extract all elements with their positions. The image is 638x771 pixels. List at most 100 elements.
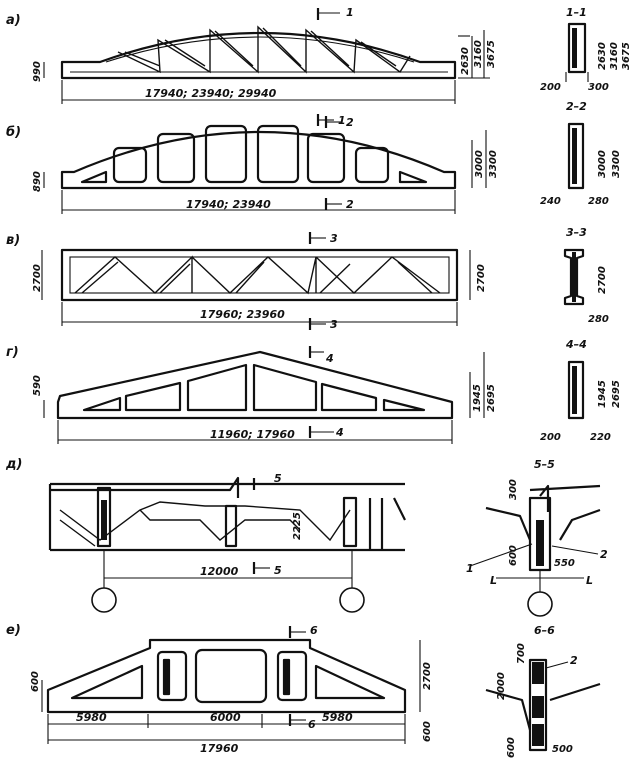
panel-b-span: 17940; 23940	[186, 198, 271, 211]
section-4-width-1: 200	[540, 432, 561, 443]
panel-c-span: 17960; 23960	[200, 308, 285, 321]
panel-c-cut-bottom: 3	[330, 318, 338, 331]
section-5-axis-right: L	[586, 574, 593, 587]
panel-a-height-2: 3160	[473, 40, 484, 68]
section-6-dim-4: 500	[552, 744, 573, 755]
panel-e-column-left	[96, 486, 112, 548]
panel-c-web	[74, 255, 441, 295]
section-2-width-2: 280	[588, 196, 609, 207]
section-6-dim-1: 700	[516, 643, 527, 664]
panel-f-span: 17960	[200, 742, 239, 755]
panel-a: а) 17940; 23940; 29940 990 2630 3160 367…	[6, 6, 632, 127]
section-1-height-1: 2630	[597, 42, 608, 70]
panel-a-web	[117, 25, 411, 74]
panel-a-cut-top: 1	[346, 6, 354, 19]
section-5-title: 5–5	[534, 458, 555, 471]
panel-d-openings	[82, 363, 426, 412]
panel-d-cut-bottom: 4	[335, 426, 344, 439]
panel-d-cut-top: 4	[325, 352, 334, 365]
panel-d-outline	[56, 350, 454, 420]
section-6-dim-2: 2000	[496, 672, 507, 700]
panel-c-cut-top: 3	[330, 232, 338, 245]
panel-f-base: 600	[422, 721, 433, 742]
panel-f-end-height: 600	[30, 671, 41, 692]
panel-f-part-2: 6000	[210, 711, 241, 724]
panel-d-span: 11960; 17960	[210, 428, 295, 441]
panel-e-cut-bottom: 5	[274, 564, 282, 577]
section-6-title: 6–6	[534, 624, 555, 637]
panel-e-height-1: 2225	[292, 512, 303, 540]
panel-b-end-height: 890	[32, 171, 43, 192]
section-1-shape	[567, 22, 587, 74]
panel-e-axis-left	[91, 587, 117, 613]
panel-e-top-slab	[48, 476, 405, 552]
panel-c-outline	[60, 248, 459, 302]
panel-b-openings	[80, 124, 428, 184]
panel-a-outline	[60, 31, 457, 80]
panel-c-letter: в)	[6, 233, 20, 248]
panel-f-outline	[46, 638, 407, 714]
section-6-dim-3: 600	[506, 737, 517, 758]
panel-c: в) 17960; 23960 2700 2700 3 3 3–3 280 27…	[6, 226, 609, 331]
section-2-title: 2–2	[566, 100, 587, 113]
section-4-width-2: 220	[590, 432, 611, 443]
section-5-roof	[485, 484, 601, 541]
panel-a-end-height: 990	[32, 61, 43, 82]
panel-f-letter: е)	[6, 623, 21, 638]
panel-f-part-1: 5980	[76, 711, 107, 724]
panel-d: г) 11960; 17960 590 1945 2695 4 4 4–4 20…	[6, 338, 622, 444]
section-4-height-2: 2695	[611, 380, 622, 408]
panel-f-cut-bottom: 6	[308, 718, 316, 731]
panel-b-cut-bottom: 2	[346, 198, 354, 211]
section-5-dim-3: 550	[554, 558, 575, 569]
section-3-title: 3–3	[566, 226, 587, 239]
section-6-callout-2: 2	[570, 654, 578, 667]
section-3-width-1: 280	[588, 314, 609, 325]
section-2-shape	[567, 122, 585, 190]
panel-e-column-mid	[224, 504, 238, 548]
panel-b-letter: б)	[6, 125, 21, 140]
section-1-width-2: 300	[588, 82, 609, 93]
panel-e-web	[59, 501, 351, 547]
panel-d-height-2: 2695	[486, 384, 497, 412]
section-1-title: 1–1	[566, 6, 587, 19]
panel-b-outline	[60, 130, 457, 190]
panel-a-letter: а)	[6, 13, 21, 28]
section-5-callout-1: 1	[466, 562, 474, 575]
panel-d-end-height: 590	[32, 375, 43, 396]
panel-d-height-1: 1945	[472, 384, 483, 412]
panel-f-part-3: 5980	[322, 711, 353, 724]
section-1-height-3: 3675	[621, 42, 632, 70]
panel-a-span: 17940; 23940; 29940	[145, 87, 277, 100]
section-1-width-1: 200	[540, 82, 561, 93]
panel-b-cut-top: 2	[346, 116, 354, 129]
panel-b: б) 17940; 23940 890 3000 3300 2 2 2–2 24…	[6, 100, 622, 214]
section-2-height-1: 3000	[597, 150, 608, 178]
panel-a-height-3: 3675	[486, 40, 497, 68]
panel-f-openings	[70, 648, 386, 704]
panel-a-inner-chord	[105, 36, 415, 63]
panel-e: д) 12000 2225 5 5 5–5 300 600 550 1 2 L …	[5, 457, 608, 617]
section-3-shape	[563, 248, 585, 306]
panel-e-column-right	[342, 496, 358, 548]
section-4-shape	[567, 360, 585, 420]
section-5-dim-1: 300	[508, 479, 519, 500]
panel-f-cut-top: 6	[310, 624, 318, 637]
panel-b-height-2: 3300	[488, 150, 499, 178]
section-5-dim-2: 600	[508, 545, 519, 566]
section-6-column	[528, 658, 548, 752]
section-4-height-1: 1945	[597, 380, 608, 408]
section-5-callout-2: 2	[600, 548, 608, 561]
panel-a-height-1: 2630	[460, 47, 471, 75]
panel-b-height-1: 3000	[474, 150, 485, 178]
panel-f-height-1: 2700	[422, 662, 433, 690]
panel-c-end-height: 2700	[32, 264, 43, 292]
panel-c-height-1: 2700	[476, 264, 487, 292]
section-1-height-2: 3160	[609, 42, 620, 70]
panel-e-letter: д)	[5, 457, 22, 472]
section-6-roof	[485, 682, 601, 731]
section-5-axis-left: L	[490, 574, 497, 587]
section-5-axis	[527, 591, 553, 617]
section-3-height-1: 2700	[597, 266, 608, 294]
